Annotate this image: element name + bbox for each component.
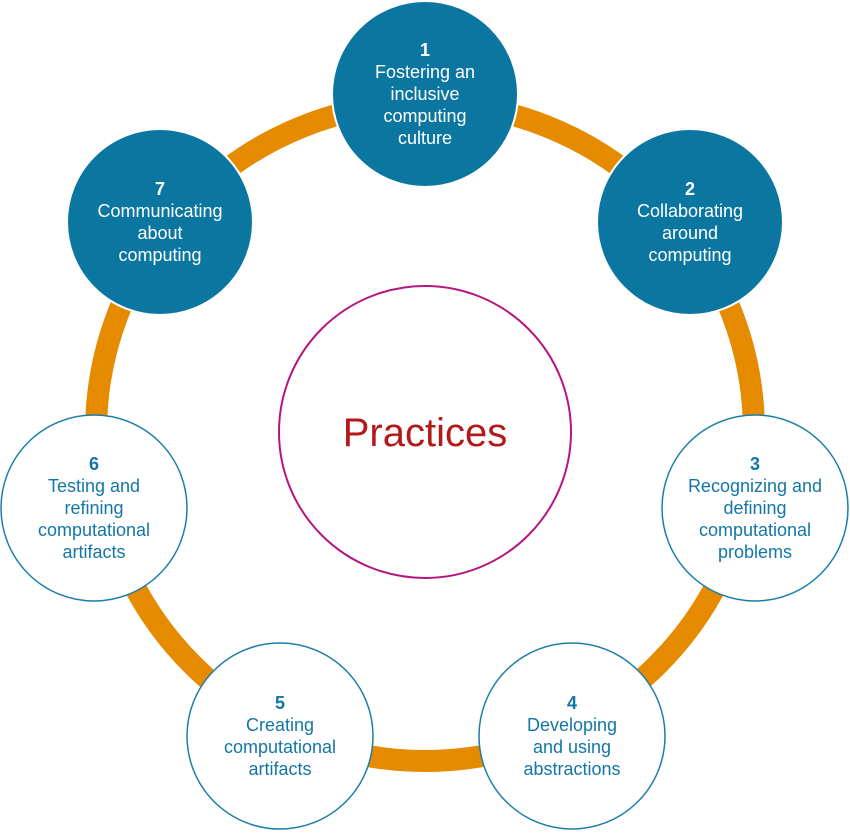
practice-number: 6 bbox=[89, 454, 99, 474]
practice-label-line: defining bbox=[723, 498, 786, 518]
practice-number: 5 bbox=[275, 693, 285, 713]
practice-label-line: Communicating bbox=[97, 201, 222, 221]
practice-number: 7 bbox=[155, 179, 165, 199]
practice-label-line: artifacts bbox=[62, 542, 125, 562]
practice-label-line: abstractions bbox=[523, 759, 620, 779]
center-circle bbox=[278, 285, 572, 579]
practice-number: 4 bbox=[567, 693, 577, 713]
practice-label-line: Developing bbox=[527, 715, 617, 735]
practice-label-line: computational bbox=[224, 737, 336, 757]
practice-number: 3 bbox=[750, 454, 760, 474]
practice-label-line: Creating bbox=[246, 715, 314, 735]
practice-number: 2 bbox=[685, 179, 695, 199]
practice-label-line: computing bbox=[383, 106, 466, 126]
practice-label-line: inclusive bbox=[390, 84, 459, 104]
practice-label-line: artifacts bbox=[248, 759, 311, 779]
practice-number: 1 bbox=[420, 40, 430, 60]
practice-node-circle bbox=[186, 642, 374, 830]
practice-label-line: and using bbox=[533, 737, 611, 757]
practice-label-line: computing bbox=[648, 245, 731, 265]
practice-node-circle bbox=[661, 414, 849, 602]
practice-label-line: computing bbox=[118, 245, 201, 265]
center-label: Practices bbox=[343, 411, 508, 455]
practice-label-line: Collaborating bbox=[637, 201, 743, 221]
practice-label-line: computational bbox=[38, 520, 150, 540]
practice-node-circle bbox=[66, 128, 254, 316]
practice-label-line: about bbox=[137, 223, 182, 243]
practice-label-line: Fostering an bbox=[375, 62, 475, 82]
practice-label-line: refining bbox=[64, 498, 123, 518]
practice-node-circle bbox=[331, 0, 519, 188]
practice-label-line: Testing and bbox=[48, 476, 140, 496]
practice-label-line: Recognizing and bbox=[688, 476, 822, 496]
practice-node-circle bbox=[596, 128, 784, 316]
practice-label-line: around bbox=[662, 223, 718, 243]
practice-node-circle bbox=[0, 414, 188, 602]
practice-node-circle bbox=[478, 642, 666, 830]
practice-label-line: problems bbox=[718, 542, 792, 562]
practice-label-line: computational bbox=[699, 520, 811, 540]
practice-label-line: culture bbox=[398, 128, 452, 148]
